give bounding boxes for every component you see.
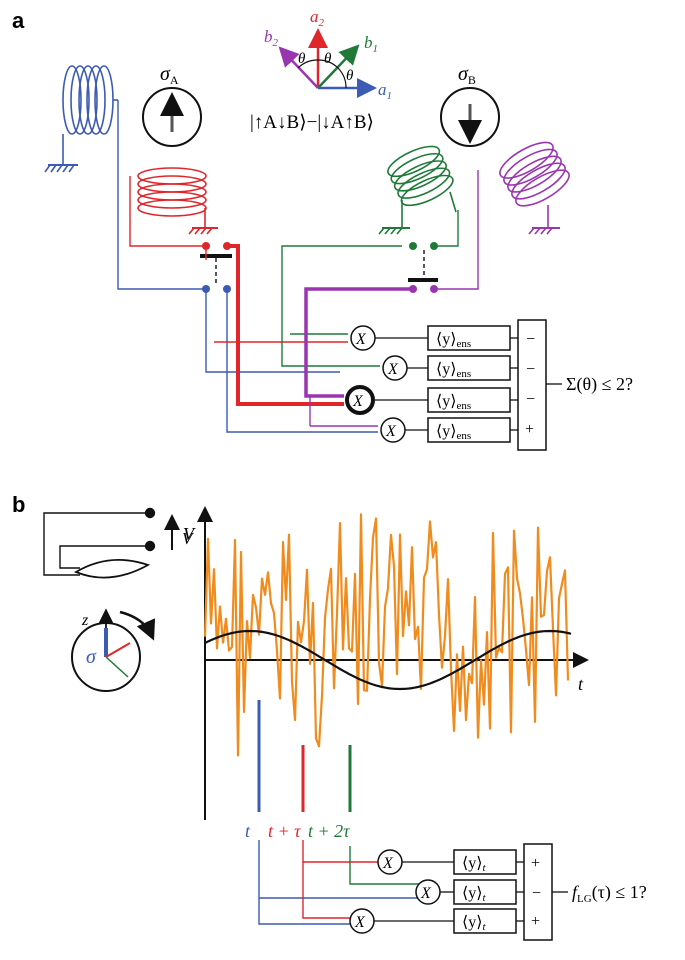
b1-label: b1 bbox=[364, 33, 378, 55]
theta-arc-1 bbox=[337, 67, 347, 89]
switch-b bbox=[408, 242, 438, 293]
b2-label: b2 bbox=[264, 27, 279, 49]
panel-a-letter: a bbox=[12, 8, 25, 33]
sign-a-4: + bbox=[525, 421, 534, 438]
detector-b-3-label: X bbox=[354, 914, 366, 931]
singlet-state: |↑A↓B⟩−|↓A↑B⟩ bbox=[250, 112, 374, 133]
wiring-a bbox=[117, 100, 479, 433]
switch-a bbox=[200, 242, 232, 293]
sum-box-a bbox=[517, 319, 547, 451]
theta-label-1: θ bbox=[298, 51, 306, 67]
b1-axis bbox=[317, 44, 360, 89]
panel-b-letter: b bbox=[12, 492, 25, 517]
sign-a-2: − bbox=[526, 361, 535, 378]
t-axis-label: t bbox=[578, 674, 584, 694]
sigma-a-label: σA bbox=[160, 63, 179, 87]
detector-b-2-label: X bbox=[420, 885, 432, 902]
sign-a-3: − bbox=[526, 391, 535, 408]
sign-a-1: − bbox=[526, 331, 535, 348]
avg-b-3: ⟨y⟩t bbox=[462, 914, 486, 933]
sigma-label-b: σ bbox=[86, 646, 97, 668]
avg-b-1: ⟨y⟩t bbox=[462, 855, 486, 874]
sum-box-b bbox=[523, 843, 553, 941]
sine-trace bbox=[204, 629, 572, 691]
noise-trace bbox=[203, 513, 570, 757]
sigma-a-circle bbox=[142, 87, 202, 147]
sigma-a-dial: σA bbox=[142, 63, 202, 147]
bell-inequality: Σ(θ) ≤ 2? bbox=[566, 374, 633, 395]
a1-label: a1 bbox=[378, 80, 392, 102]
avg-a-1: ⟨y⟩ens bbox=[436, 331, 471, 350]
time-label-t-2tau: t + 2τ bbox=[308, 821, 350, 841]
avg-a-4: ⟨y⟩ens bbox=[436, 423, 471, 442]
b2-axis bbox=[278, 46, 319, 89]
detector-a-1-label: X bbox=[355, 331, 367, 348]
theta-arc-3 bbox=[297, 59, 319, 69]
detector-a-3-label: X bbox=[352, 393, 364, 410]
detector-b-1-label: X bbox=[382, 855, 394, 872]
voltage-source-label: V bbox=[182, 529, 195, 548]
detector-a-4-label: X bbox=[385, 423, 397, 440]
sigma-b-circle bbox=[440, 87, 500, 147]
time-label-t: t bbox=[245, 821, 251, 841]
a2-label: a2 bbox=[310, 7, 325, 29]
theta-label-3: θ bbox=[346, 68, 354, 84]
theta-label-2: θ bbox=[324, 51, 332, 67]
leggett-garg-inequality: fLG(τ) ≤ 1? bbox=[572, 882, 647, 905]
probe-circuit bbox=[43, 507, 180, 579]
detector-row-b: X X X ⟨y⟩t ⟨y⟩t ⟨y⟩t + − + bbox=[349, 843, 568, 941]
sigma-b-dial: σB bbox=[440, 63, 500, 147]
spin-dial-b bbox=[71, 608, 156, 692]
time-label-t-tau: t + τ bbox=[268, 821, 301, 841]
purple-coil bbox=[499, 141, 570, 235]
measurement-axes-diagram: a2 b2 b1 a1 θ θ θ bbox=[264, 7, 392, 102]
blue-coil bbox=[44, 65, 118, 173]
sigma-b-label: σB bbox=[458, 63, 476, 87]
avg-b-2: ⟨y⟩t bbox=[462, 885, 486, 904]
sign-b-2: − bbox=[532, 885, 541, 902]
avg-a-2: ⟨y⟩ens bbox=[436, 361, 471, 380]
wiring-b bbox=[258, 840, 422, 925]
theta-arc-2 bbox=[317, 59, 339, 69]
v-axis-label: V bbox=[183, 524, 196, 544]
z-axis-label: z bbox=[81, 612, 89, 629]
avg-a-3: ⟨y⟩ens bbox=[436, 393, 471, 412]
detector-a-2-label: X bbox=[387, 361, 399, 378]
green-coil bbox=[378, 145, 457, 235]
sign-b-3: + bbox=[531, 913, 540, 930]
red-coil bbox=[137, 167, 218, 235]
sign-b-1: + bbox=[531, 855, 540, 872]
detector-row-a: X X X X ⟨y⟩ens ⟨y⟩ens ⟨y⟩ens ⟨y⟩ens − − … bbox=[345, 319, 562, 451]
signal-plot: V t bbox=[183, 506, 589, 820]
